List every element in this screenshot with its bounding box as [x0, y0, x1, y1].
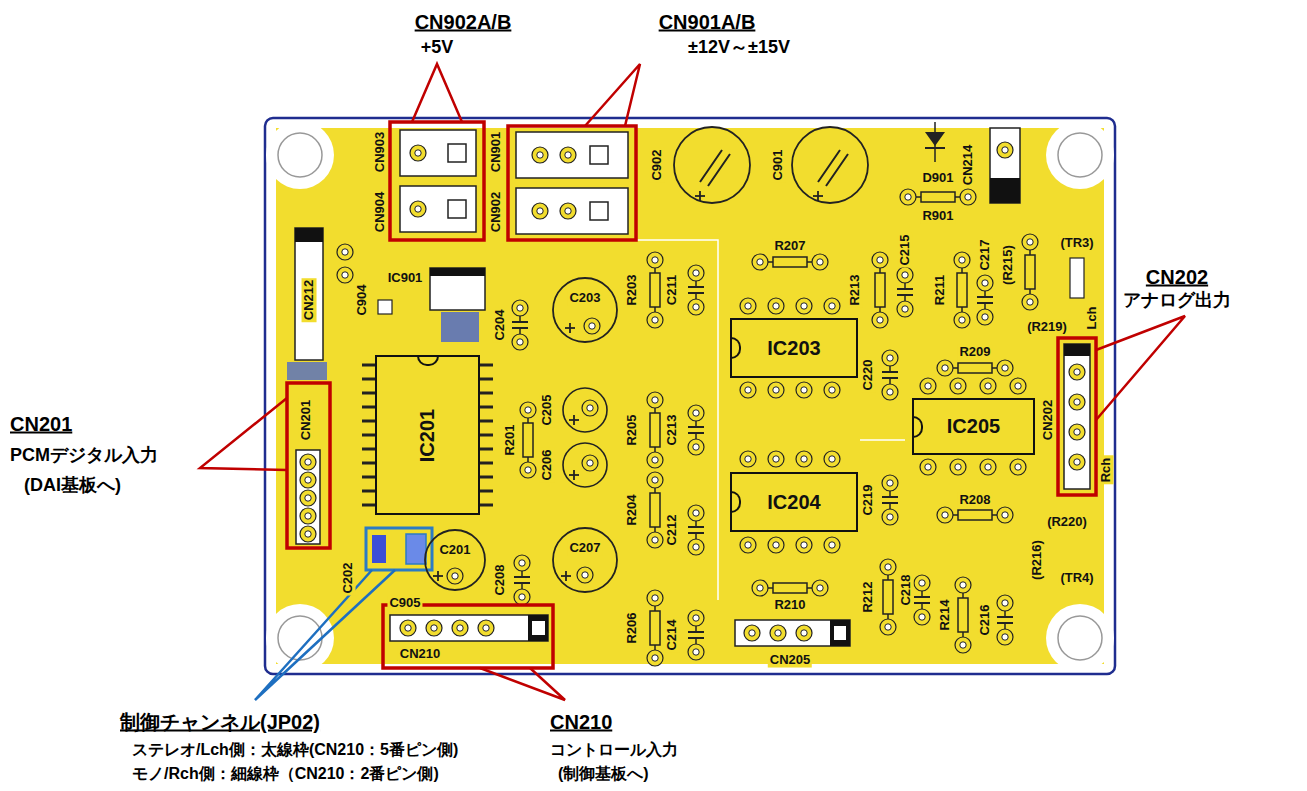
silkscreen-label: C218	[899, 572, 914, 607]
silkscreen-label: C220	[861, 357, 876, 392]
ic-package: IC205	[912, 398, 1035, 455]
silkscreen-label: C901	[771, 147, 786, 182]
silkscreen-label: C216	[978, 602, 993, 637]
ic-package: IC203	[730, 318, 858, 378]
ic-label: IC205	[947, 415, 1000, 438]
silkscreen-label: C904	[355, 282, 370, 317]
silkscreen-label: C213	[665, 412, 680, 447]
callout-label: 制御チャンネル(JP02)	[118, 711, 322, 734]
ic-notch	[417, 355, 439, 366]
callout-label: CN902A/B	[413, 11, 514, 34]
callout-label: ステレオ/Lch側：太線枠(CN210：5番ピン側)	[130, 741, 460, 759]
silkscreen-label: R207	[772, 239, 807, 254]
silkscreen-label: C207	[567, 541, 602, 556]
silkscreen-label: R212	[861, 579, 876, 614]
callout-label: (制御基板へ)	[556, 765, 651, 783]
callout-label: CN201	[8, 413, 74, 436]
silkscreen-label: C204	[493, 307, 508, 342]
silkscreen-label: R208	[957, 493, 992, 508]
ic-package: IC204	[730, 472, 858, 532]
silkscreen-label: CN210	[398, 647, 442, 662]
callout-label: +5V	[419, 37, 456, 58]
callout-label: CN202	[1144, 266, 1210, 289]
silkscreen-label: C202	[341, 560, 356, 595]
silkscreen-label: C215	[898, 232, 913, 267]
callout-label: ±12V～±15V	[686, 37, 792, 58]
silkscreen-label: Lch	[1085, 304, 1100, 331]
callout-label: (DAI基板へ)	[22, 475, 123, 496]
silkscreen-label: IC901	[386, 271, 425, 286]
silkscreen-label: R201	[503, 422, 518, 457]
silkscreen-label: R210	[772, 598, 807, 613]
silkscreen-label: Rch	[1099, 456, 1114, 485]
silkscreen-label: CN902	[489, 190, 504, 234]
ic-notch	[912, 416, 923, 438]
silkscreen-label: (R220)	[1045, 515, 1089, 530]
silkscreen-label: C206	[540, 447, 555, 482]
silkscreen-label: C208	[493, 562, 508, 597]
silkscreen-label: C905	[387, 596, 422, 611]
callout-label: コントロール入力	[548, 741, 680, 759]
callout-label: アナログ出力	[1121, 290, 1233, 311]
silkscreen-label: C902	[650, 147, 665, 182]
silkscreen-label: R209	[957, 345, 992, 360]
silkscreen-label: R211	[933, 273, 948, 307]
silkscreen-label: R214	[938, 597, 953, 632]
callout-label: CN901A/B	[657, 11, 758, 34]
ic-notch	[730, 491, 741, 513]
silkscreen-label: C211	[665, 273, 680, 307]
silkscreen-label: D901	[920, 171, 955, 186]
silkscreen-label: C203	[567, 291, 602, 306]
silkscreen-label: R901	[920, 209, 955, 224]
ic-package: IC201	[375, 355, 480, 515]
silkscreen-label: CN202	[1041, 398, 1056, 442]
callout-label: PCMデジタル入力	[8, 445, 160, 466]
silkscreen-label: C219	[861, 482, 876, 517]
silkscreen-label: (R216)	[1030, 538, 1045, 582]
silkscreen-label: (TR4)	[1058, 571, 1095, 586]
silkscreen-label: R213	[848, 272, 863, 307]
silkscreen-label: CN212	[302, 278, 317, 322]
silkscreen-label: R206	[625, 610, 640, 645]
ic-label: IC203	[767, 337, 820, 360]
silkscreen-label: CN205	[768, 653, 812, 668]
silkscreen-label: CN214	[961, 143, 976, 187]
silkscreen-label: CN201	[299, 398, 314, 442]
callout-label: モノ/Rch側：細線枠（CN210：2番ピン側)	[130, 765, 441, 783]
silkscreen-label: (R219)	[1025, 320, 1069, 335]
silkscreen-label: R203	[625, 272, 640, 307]
silkscreen-label: R204	[625, 492, 640, 527]
ic-label: IC204	[767, 491, 820, 514]
silkscreen-label: CN904	[373, 190, 388, 234]
silkscreen-label: (R215)	[1001, 243, 1016, 287]
callout-label: CN210	[548, 711, 614, 734]
silkscreen-label: C217	[978, 237, 993, 272]
silkscreen-label: CN903	[373, 130, 388, 174]
ic-notch	[730, 337, 741, 359]
silkscreen-label: C212	[665, 512, 680, 547]
silkscreen-label: R205	[625, 412, 640, 447]
silkscreen-label: C205	[540, 392, 555, 427]
silkscreen-label: C201	[437, 543, 472, 558]
silkscreen-label: CN901	[489, 130, 504, 174]
silkscreen-label: C214	[665, 617, 680, 652]
ic-label: IC201	[416, 408, 439, 461]
silkscreen-label: (TR3)	[1058, 236, 1095, 251]
